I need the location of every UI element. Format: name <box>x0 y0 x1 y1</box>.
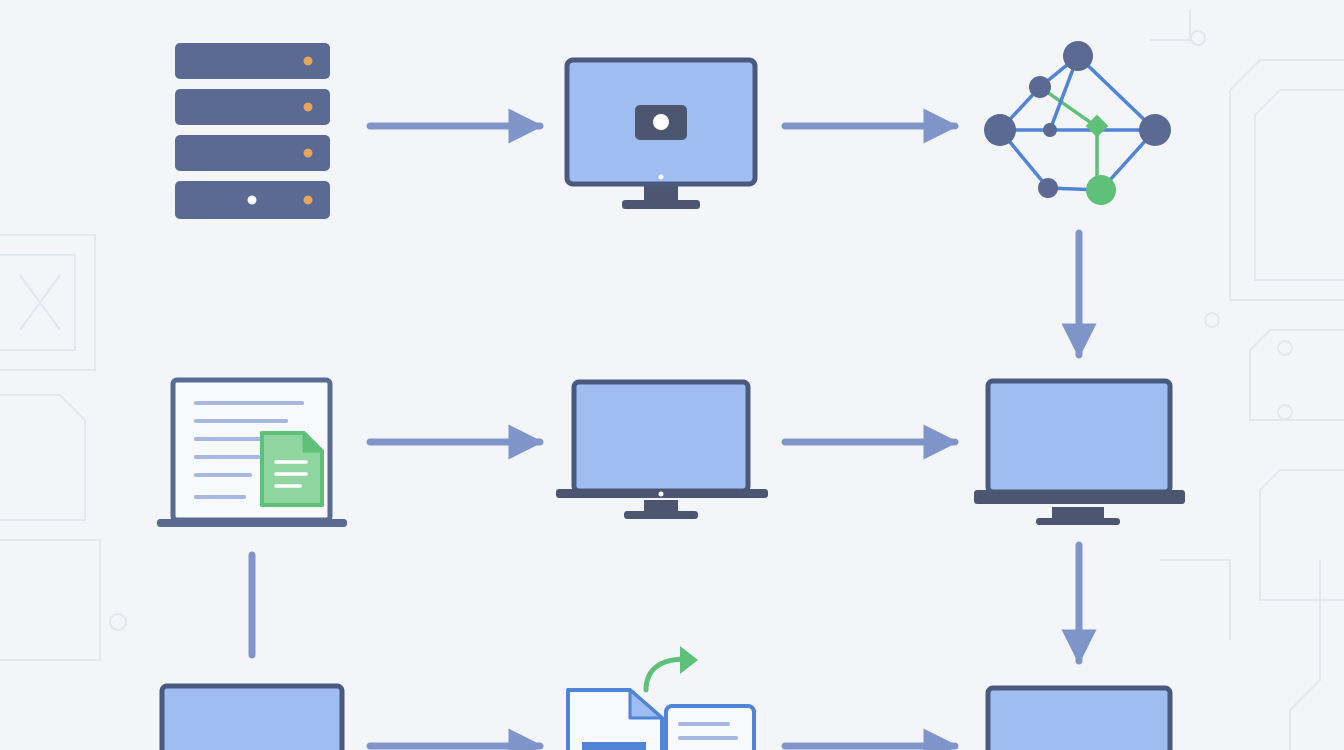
file-transfer-icon <box>566 646 756 750</box>
network-nodes <box>984 41 1171 205</box>
edge-layer <box>248 108 1097 750</box>
network-graph-icon <box>998 54 1157 192</box>
server-rack-icon <box>175 43 330 219</box>
laptop-icon <box>974 378 1185 525</box>
laptop-icon-bottom-left <box>159 683 345 750</box>
monitor-camera-icon <box>564 57 758 209</box>
laptop-icon-bottom-right <box>985 685 1173 750</box>
monitor-icon <box>556 379 768 519</box>
document-laptop-icon <box>157 377 347 527</box>
background-circuit-decoration <box>0 10 1344 750</box>
